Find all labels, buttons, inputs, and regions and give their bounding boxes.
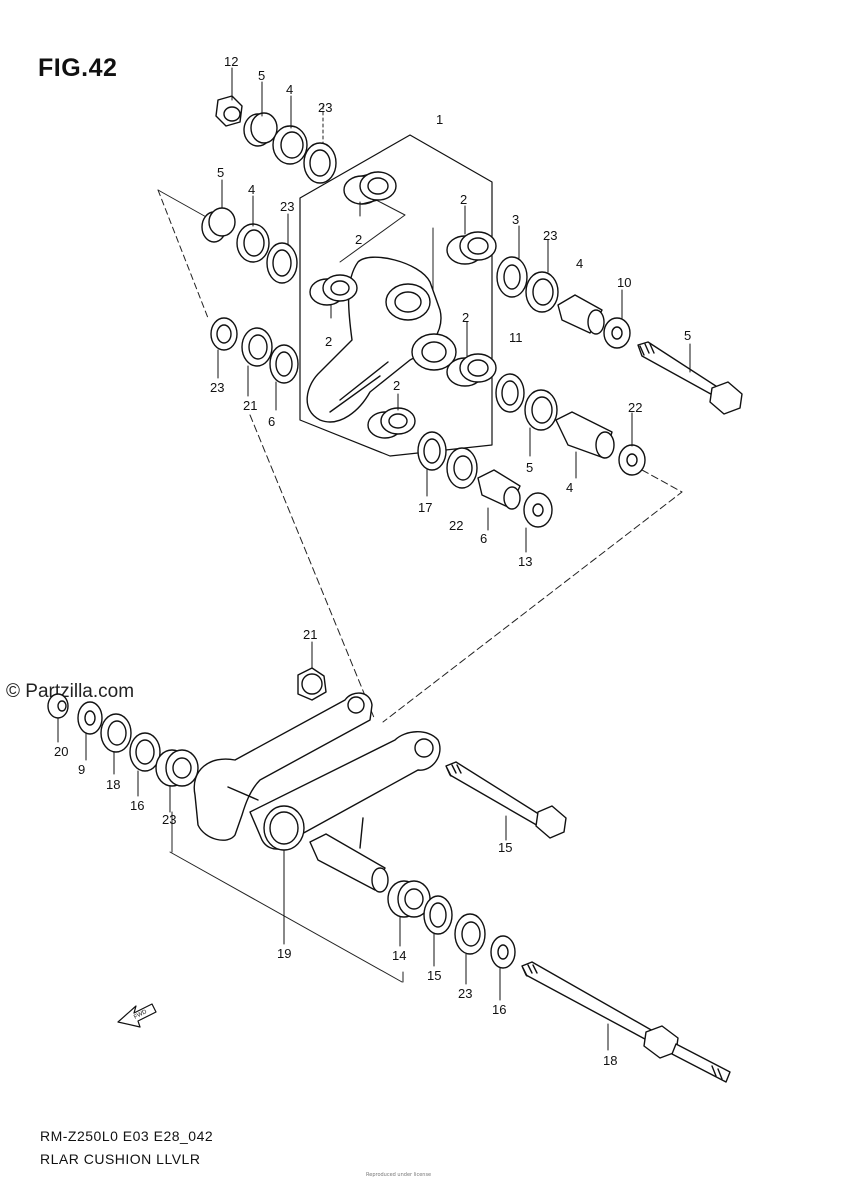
callout-18: 16 (492, 1002, 506, 1017)
fine-print: Reproduced under license (366, 1172, 432, 1178)
right-upper-stack (496, 256, 743, 415)
right-lower-hardware (387, 880, 516, 969)
callout-2: 2 (325, 334, 332, 349)
callout-2: 2 (462, 310, 469, 325)
top-hardware-stack (215, 95, 337, 184)
callout-6: 21 (243, 398, 257, 413)
bearing-2c (309, 274, 358, 306)
cushion-lever-upper (306, 256, 457, 423)
assembly-name: RLAR CUSHION LLVLR (40, 1151, 201, 1167)
callout-21: 23 (210, 380, 224, 395)
callout-20: 21 (303, 627, 317, 642)
callout-3: 2 (393, 378, 400, 393)
cap-20 (297, 667, 327, 701)
callout-8: 18 (603, 1053, 617, 1068)
right-lower-stack (495, 373, 646, 476)
callout-12: 12 (224, 54, 238, 69)
bearing-2a (343, 171, 397, 205)
callout-18: 9 (78, 762, 85, 777)
callout-2: 2 (355, 232, 362, 247)
needle-bearings-upper (309, 171, 497, 439)
callout-23: 23 (280, 199, 294, 214)
callout-5: 5 (217, 165, 224, 180)
callout-2: 2 (460, 192, 467, 207)
callout-22: 17 (418, 500, 432, 515)
callout-22: 6 (268, 414, 275, 429)
callout-4: 4 (248, 182, 255, 197)
callout-1: 1 (436, 112, 443, 127)
lever-assembly-outline (299, 134, 493, 457)
callout-15: 23 (162, 812, 176, 827)
callout-14: 19 (277, 946, 291, 961)
callout-5: 10 (617, 275, 631, 290)
callout-11: 5 (684, 328, 691, 343)
callout-19: 15 (498, 840, 512, 855)
callout-labels: 12 5 4 23 1 5 4 23 2 2 2 2 2 3 23 4 10 5… (54, 54, 691, 1068)
bearing-2b (446, 231, 497, 265)
left-upper-stack (201, 207, 298, 284)
callout-17: 4 (566, 480, 573, 495)
callout-4: 4 (286, 82, 293, 97)
bolt-19 (445, 761, 567, 839)
callout-16: 18 (106, 777, 120, 792)
middle-stack (417, 431, 553, 528)
bolt-8 (521, 961, 731, 1083)
callout-23: 3 (512, 212, 519, 227)
reference-lines (157, 105, 683, 983)
callout-13: 6 (480, 531, 487, 546)
cushion-rod-lower (193, 692, 441, 851)
callout-4: 5 (526, 460, 533, 475)
leader-lines (57, 67, 691, 1051)
callout-15: 14 (392, 948, 406, 963)
pin-7 (309, 817, 389, 893)
callout-16: 23 (458, 986, 472, 1001)
callout-23: 23 (318, 100, 332, 115)
callout-23: 15 (427, 968, 441, 983)
callout-5: 5 (258, 68, 265, 83)
callout-23: 11 (509, 330, 523, 345)
callout-6: 22 (449, 518, 463, 533)
left-lower-stack (210, 317, 299, 384)
fwd-arrow-icon: FWD (117, 1003, 157, 1028)
callout-10: 4 (576, 256, 583, 271)
model-code: RM-Z250L0 E03 E28_042 (40, 1128, 214, 1144)
bearing-2d (446, 353, 497, 387)
callout-23: 16 (130, 798, 144, 813)
figure-title: FIG.42 (38, 54, 118, 82)
callout-5: 22 (628, 400, 642, 415)
bearing-3 (367, 407, 416, 439)
partzilla-watermark: © Partzilla.com (6, 681, 135, 702)
callout-4: 23 (543, 228, 557, 243)
callout-9: 20 (54, 744, 68, 759)
callout-21: 13 (518, 554, 532, 569)
left-lower-hardware (47, 693, 199, 787)
